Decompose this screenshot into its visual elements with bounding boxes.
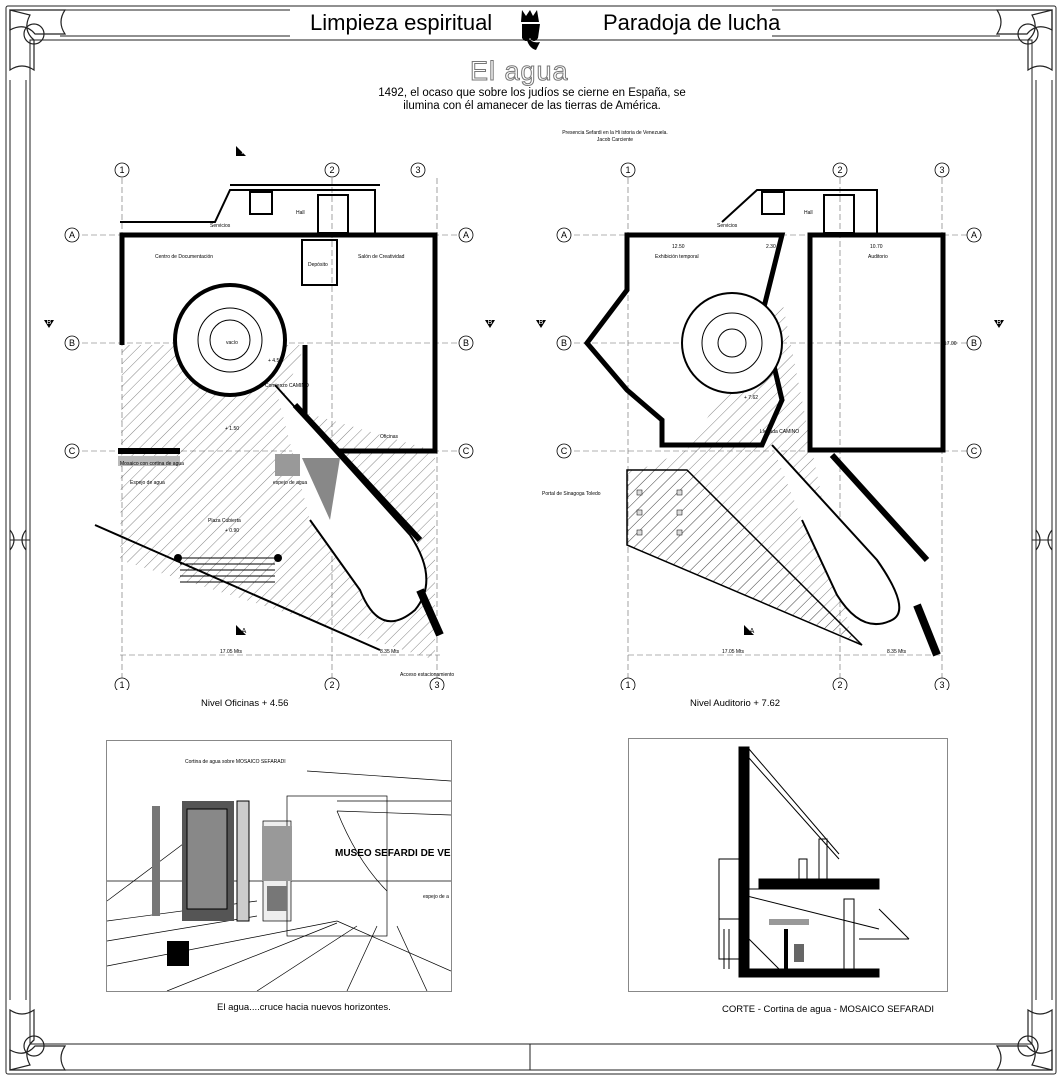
perspective-view: Cortina de agua sobre MOSAICO SEFARADI M…	[106, 740, 471, 992]
plan-left-drawing: 1 2 3 1 2 3 A B C A B C A A B B Servicio…	[44, 146, 495, 690]
axis-label: 3	[939, 165, 944, 175]
axis-label: B	[561, 338, 567, 348]
axis-label: B	[463, 338, 469, 348]
subtitle: El agua	[470, 56, 569, 87]
axis-label: A	[463, 230, 469, 240]
dimension-label: 17.00	[944, 341, 957, 347]
axis-label: 1	[625, 680, 630, 690]
room-label: Salón de Creatividad	[358, 254, 405, 260]
svg-text:A: A	[242, 149, 247, 156]
axis-label: 1	[625, 165, 630, 175]
room-label: Portal de Sinagoga Toledo	[542, 491, 601, 497]
level-label: + 4.56	[268, 358, 282, 364]
room-label: Servicios	[717, 223, 738, 229]
room-label: Exhibición temporal	[655, 254, 699, 260]
svg-text:B: B	[488, 319, 493, 326]
axis-label: C	[69, 446, 76, 456]
axis-label: 2	[837, 680, 842, 690]
room-label: Espejo de agua	[130, 480, 165, 486]
title-left: Limpieza espiritual	[310, 10, 493, 35]
room-label: Auditorio	[868, 254, 888, 260]
axis-label: 3	[434, 680, 439, 690]
axis-label: 1	[119, 680, 124, 690]
axis-label: 2	[837, 165, 842, 175]
section-view	[628, 738, 948, 992]
room-label: Hall	[296, 210, 305, 216]
svg-text:A: A	[750, 628, 755, 635]
dimension-label: 8.35 Mts	[887, 649, 907, 655]
room-label: Servicios	[210, 223, 231, 229]
title-right: Paradoja de lucha	[603, 10, 781, 35]
room-label: espejo de agua	[273, 480, 307, 486]
access-label: Acceso estacionamiento	[400, 672, 454, 678]
room-label: vacío	[226, 340, 238, 346]
quote-source: Presencia Sefardi en la Hi istoria de Ve…	[562, 130, 668, 143]
quote: 1492, el ocaso que sobre los judíos se c…	[378, 87, 686, 112]
plan-right-caption: Nivel Auditorio + 7.62	[690, 698, 781, 709]
level-label: + 0.90	[225, 528, 239, 534]
room-label: Hall	[804, 210, 813, 216]
perspective-caption: El agua....cruce hacia nuevos horizontes…	[217, 1002, 391, 1013]
emblem-icon	[521, 10, 540, 50]
axis-label: A	[971, 230, 977, 240]
plan-right-drawing: 1 2 3 1 2 3 A B C A B C A B B Servicios …	[536, 162, 1004, 690]
level-label: + 7.62	[744, 395, 758, 401]
axis-label: 2	[329, 165, 334, 175]
room-label: Llegada CAMINO	[760, 429, 799, 435]
dimension-label: 17.05 Mts	[722, 649, 744, 655]
room-label: Mosaico con cortina de agua	[120, 461, 184, 467]
section-caption: CORTE - Cortina de agua - MOSAICO SEFARA…	[722, 1004, 935, 1015]
axis-label: 3	[415, 165, 420, 175]
dimension-label: 2.30	[766, 244, 776, 250]
museum-sign: MUSEO SEFARDI DE VENEZ	[335, 848, 451, 859]
dimension-label: 10.70	[870, 244, 883, 250]
dimension-label: 8.35 Mts	[380, 649, 400, 655]
perspective-label: Cortina de agua sobre MOSAICO SEFARADI	[185, 759, 286, 765]
room-label: Comienzo CAMINO	[265, 383, 309, 389]
plan-left-caption: Nivel Oficinas + 4.56	[201, 698, 289, 709]
axis-label: A	[69, 230, 75, 240]
axis-label: 2	[329, 680, 334, 690]
axis-label: C	[561, 446, 568, 456]
axis-label: A	[561, 230, 567, 240]
level-label: + 1.50	[225, 426, 239, 432]
room-label: Oficinas	[380, 434, 399, 440]
axis-label: B	[971, 338, 977, 348]
dimension-label: 12.50	[672, 244, 685, 250]
perspective-label: espejo de a	[423, 894, 449, 900]
room-label: Depósito	[308, 262, 328, 268]
svg-text:B: B	[47, 319, 52, 326]
axis-label: 1	[119, 165, 124, 175]
svg-text:A: A	[242, 628, 247, 635]
room-label: Plaza Cubierta	[208, 518, 241, 524]
axis-label: 3	[939, 680, 944, 690]
dimension-label: 17.05 Mts	[220, 649, 242, 655]
svg-text:B: B	[997, 319, 1002, 326]
svg-text:B: B	[539, 319, 544, 326]
axis-label: C	[463, 446, 470, 456]
axis-label: B	[69, 338, 75, 348]
room-label: Centro de Documentación	[155, 254, 213, 260]
axis-label: C	[971, 446, 978, 456]
